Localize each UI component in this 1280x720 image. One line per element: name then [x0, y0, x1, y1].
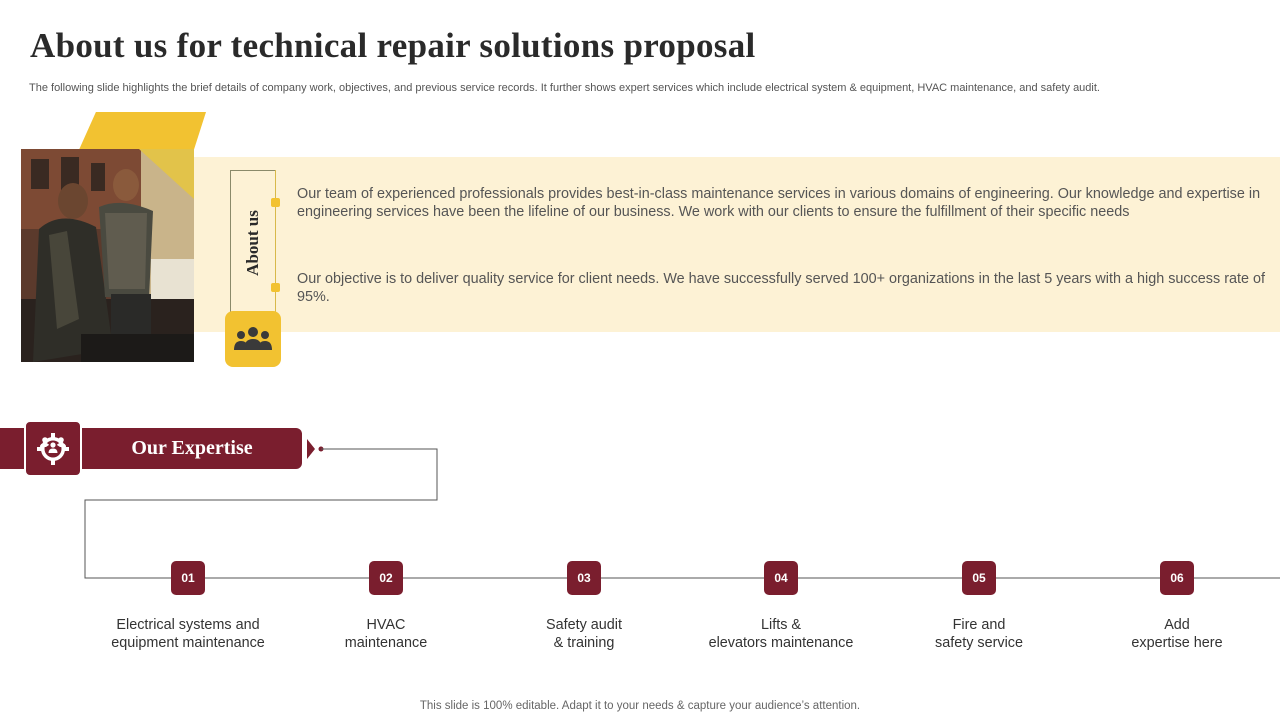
about-paragraph-2: Our objective is to deliver quality serv… [297, 271, 1265, 305]
expertise-arrow [307, 439, 315, 459]
step-badge-03: 03 [567, 561, 601, 595]
expertise-heading: Our Expertise [131, 437, 253, 459]
step-badge-05: 05 [962, 561, 996, 595]
step-badge-01: 01 [171, 561, 205, 595]
about-frame-divider [275, 170, 276, 318]
step-label-01: Electrical systems and equipment mainten… [111, 617, 265, 651]
step-badge-02: 02 [369, 561, 403, 595]
footer-note: This slide is 100% editable. Adapt it to… [419, 700, 861, 712]
team-icon-box [225, 311, 281, 367]
page-subtitle: The following slide highlights the brief… [29, 82, 1100, 94]
about-us-band [194, 157, 1280, 332]
step-label-05: Fire and safety service [935, 617, 1023, 651]
step-badge-04: 04 [764, 561, 798, 595]
yellow-accent-tab [78, 112, 206, 152]
bullet-dot-2 [271, 283, 280, 292]
expertise-heading-bar: Our Expertise [82, 428, 302, 469]
step-label-02: HVAC maintenance [344, 617, 428, 651]
page-title: About us for technical repair solutions … [30, 26, 756, 65]
step-label-04: Lifts & elevators maintenance [708, 617, 854, 651]
step-label-06: Add expertise here [1131, 617, 1223, 651]
expertise-icon-box [24, 420, 82, 477]
step-badge-06: 06 [1160, 561, 1194, 595]
technicians-photo [21, 149, 194, 362]
about-paragraph-1: Our team of experienced professionals pr… [297, 186, 1261, 220]
bullet-dot-1 [271, 198, 280, 207]
step-label-03: Safety audit & training [545, 617, 622, 651]
team-gear-icon [37, 432, 69, 465]
team-icon [234, 327, 272, 350]
